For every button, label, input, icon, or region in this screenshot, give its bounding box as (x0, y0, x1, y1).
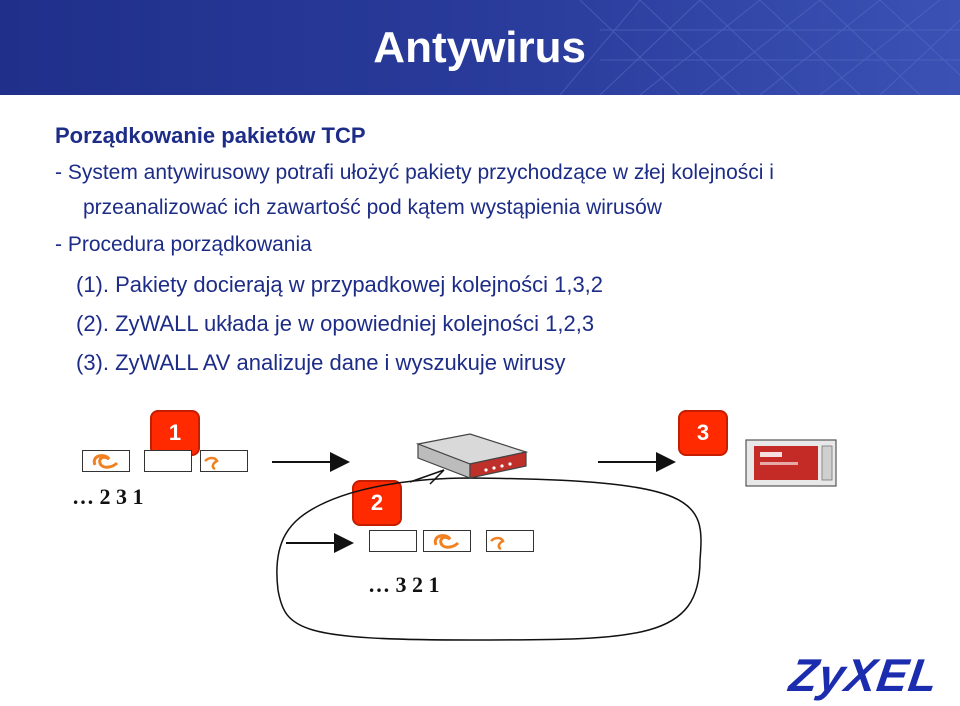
step-1-line: (1). Pakiety docierają w przypadkowej ko… (76, 272, 604, 297)
packet-icon (423, 530, 471, 552)
ordered-sequence: … 3 2 1 (368, 572, 440, 597)
zywall-device-icon (415, 433, 529, 479)
zyxel-logo: ZyXEL (786, 649, 942, 701)
text-line-2: przeanalizować ich zawartość pod kątem w… (83, 196, 662, 219)
incoming-sequence: … 2 3 1 (72, 484, 144, 509)
packet-icon (200, 450, 248, 472)
step-badge-3: 3 (678, 410, 728, 456)
header-pattern (559, 0, 960, 95)
callout-bubble (276, 477, 702, 641)
section-heading: Porządkowanie pakietów TCP (55, 123, 366, 148)
step-3-line: (3). ZyWALL AV analizuje dane i wyszukuj… (76, 350, 566, 375)
av-card-icon (745, 439, 837, 487)
step-2-line: (2). ZyWALL układa je w opowiedniej kole… (76, 311, 595, 336)
packet-icon (82, 450, 130, 472)
step-badge-2: 2 (352, 480, 402, 526)
text-line-1: - System antywirusowy potrafi ułożyć pak… (55, 161, 774, 184)
packet-icon (486, 530, 534, 552)
slide-title: Antywirus (373, 23, 586, 72)
packet-icon (144, 450, 192, 472)
text-line-3: - Procedura porządkowania (55, 233, 312, 256)
packet-icon (369, 530, 417, 552)
header-banner: Antywirus (0, 0, 960, 95)
step-badge-1: 1 (150, 410, 200, 456)
